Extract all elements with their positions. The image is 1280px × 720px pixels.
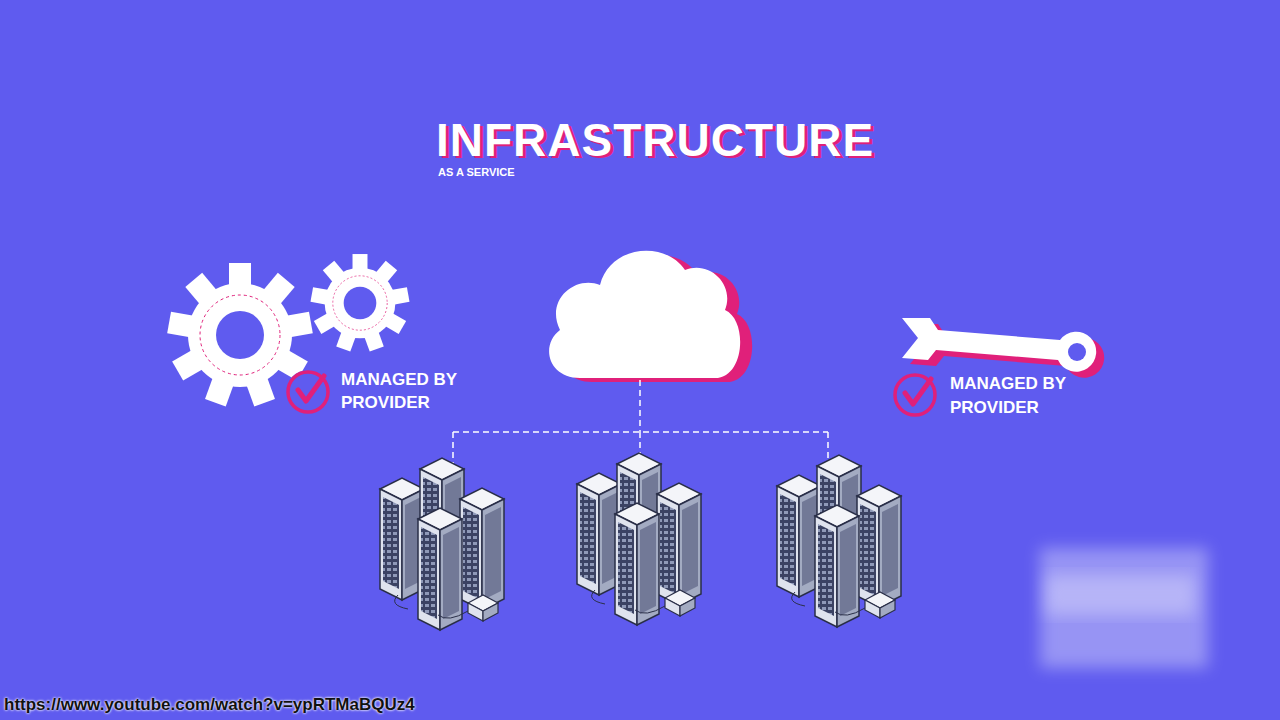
subtitle: AS A SERVICE xyxy=(438,166,515,179)
check-label: MANAGED BY PROVIDER xyxy=(341,368,466,414)
url-watermark: https://www.youtube.com/watch?v=ypRTMaBQ… xyxy=(4,694,415,716)
title: INFRASTRUCTURE xyxy=(436,114,874,166)
check-label: MANAGED BY PROVIDER xyxy=(950,372,1078,420)
